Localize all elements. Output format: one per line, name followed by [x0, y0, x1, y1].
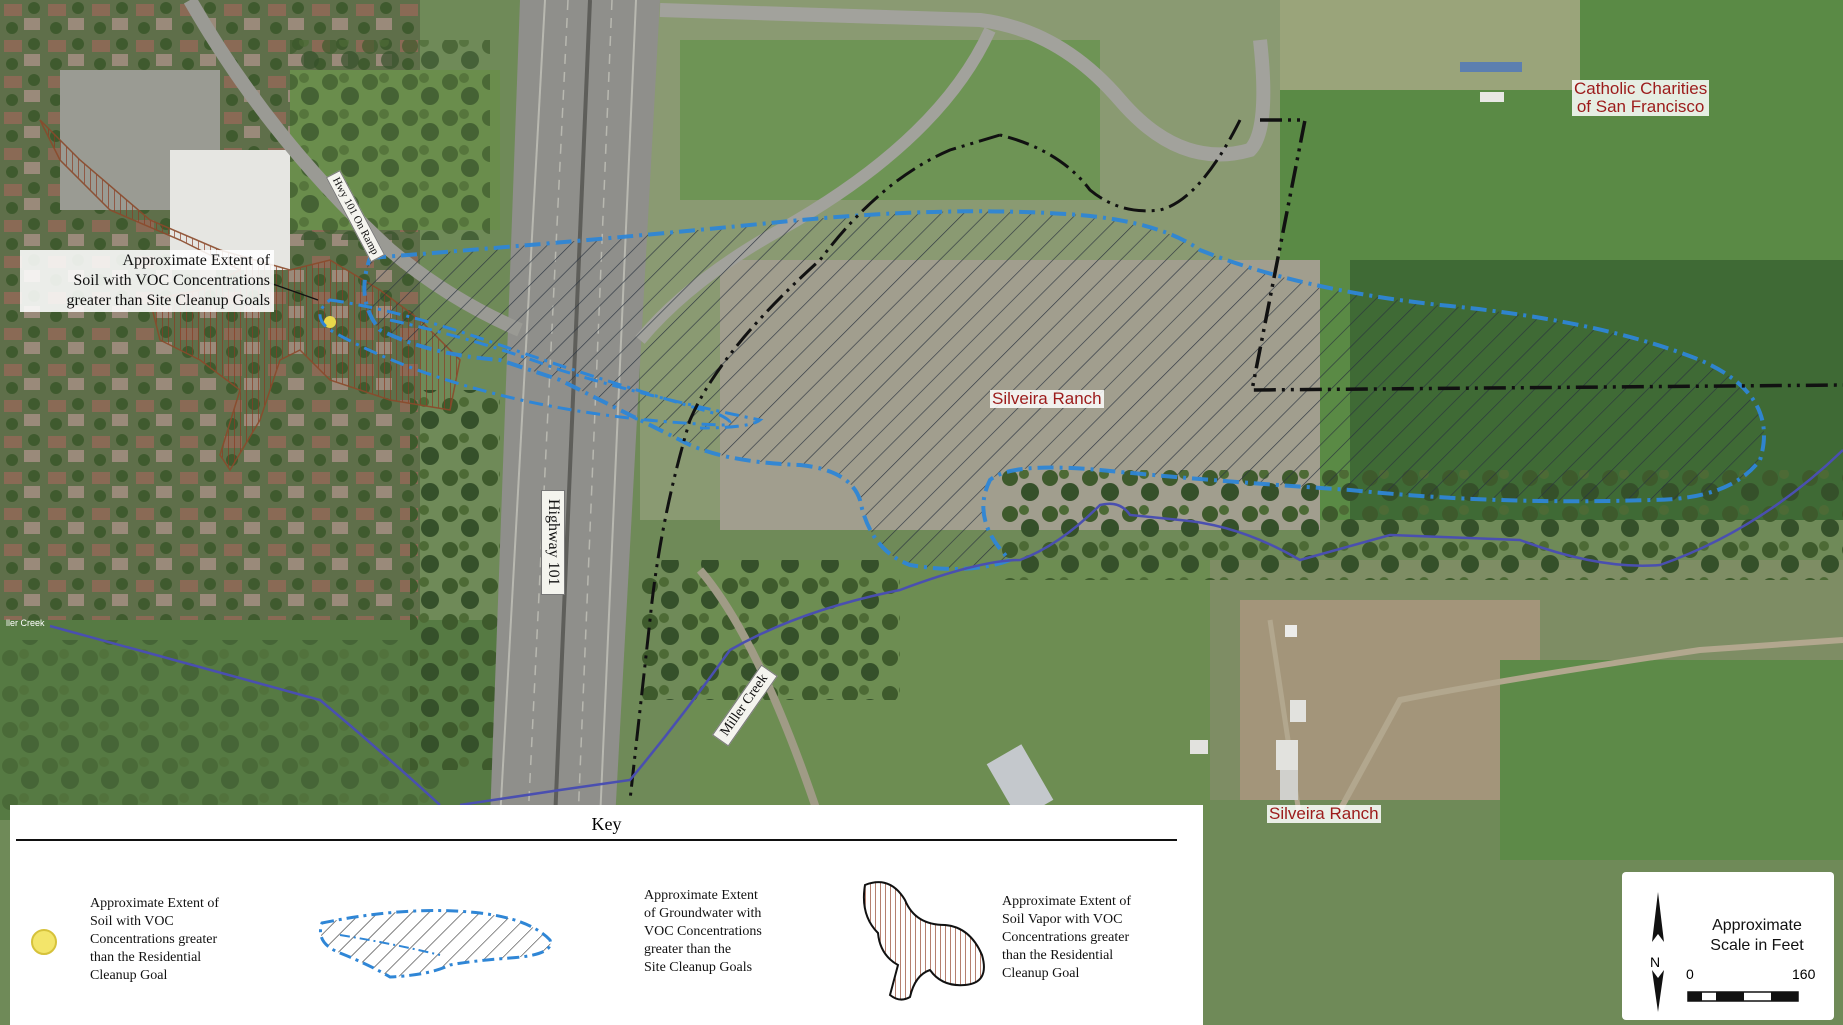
key-soil-line1: Approximate Extent of — [90, 896, 220, 911]
groundwater-plume-icon — [319, 909, 552, 979]
north-arrow-and-scale-bar — [1652, 892, 1799, 1012]
soil-callout-line2: Soil with VOC Concentrations — [73, 272, 270, 289]
catholic-charities-line2: of San Francisco — [1576, 97, 1705, 116]
key-vapor-line5: Cleanup Goal — [1002, 966, 1080, 981]
key-gw-line3: VOC Concentrations — [644, 924, 762, 939]
key-vapor-line3: Concentrations greater — [1002, 930, 1130, 945]
key-soil-line5: Cleanup Goal — [90, 968, 168, 983]
highway-101-label: Highway 101 — [541, 490, 565, 595]
map-key: Key Approximate Extent — [10, 805, 1203, 1025]
silveira-ranch-center-label: Silveira Ranch — [990, 389, 1104, 408]
creek-left-label: ller Creek — [6, 618, 45, 628]
soil-voc-callout: Approximate Extent of Soil with VOC Conc… — [20, 250, 274, 312]
north-label: N — [1650, 954, 1661, 970]
key-gw-line1: Approximate Extent — [644, 888, 758, 903]
scale-max-label: 160 — [1792, 966, 1816, 982]
catholic-charities-line1: Catholic Charities — [1574, 79, 1708, 98]
key-soil-line2: Soil with VOC — [90, 914, 174, 929]
key-soil-line3: Concentrations greater — [90, 932, 218, 947]
scale-box: Approximate Scale in Feet N 0 160 — [1622, 872, 1834, 1020]
key-gw-line2: of Groundwater with — [644, 906, 762, 921]
yellow-soil-marker-icon — [31, 929, 57, 955]
key-item-soil-vapor: Approximate Extent of Soil Vapor with VO… — [1002, 893, 1131, 983]
catholic-charities-label: Catholic Charities of San Francisco — [1572, 79, 1710, 116]
scale-title-line1: Approximate — [1712, 917, 1802, 934]
silveira-ranch-lower-label: Silveira Ranch — [1267, 804, 1381, 823]
key-title: Key — [591, 814, 622, 834]
scale-bar — [1687, 991, 1799, 1002]
key-vapor-line4: than the Residential — [1002, 948, 1114, 963]
key-gw-line4: greater than the — [644, 942, 732, 957]
key-soil-line4: than the Residential — [90, 950, 202, 965]
north-arrow-icon — [1652, 892, 1664, 1012]
key-symbols — [31, 881, 985, 1001]
soil-callout-line1: Approximate Extent of — [122, 252, 270, 269]
scale-title: Approximate Scale in Feet — [1682, 916, 1832, 956]
key-vapor-line1: Approximate Extent of — [1002, 894, 1132, 909]
key-item-soil-voc: Approximate Extent of Soil with VOC Conc… — [90, 895, 219, 985]
key-vapor-line2: Soil Vapor with VOC — [1002, 912, 1123, 927]
soil-callout-line3: greater than Site Cleanup Goals — [66, 292, 271, 309]
key-item-groundwater: Approximate Extent of Groundwater with V… — [644, 887, 762, 977]
scale-min-label: 0 — [1686, 966, 1694, 982]
key-gw-line5: Site Cleanup Goals — [644, 960, 753, 975]
scale-title-line2: Scale in Feet — [1710, 937, 1804, 954]
key-divider — [16, 839, 1177, 841]
soil-vapor-icon — [862, 881, 985, 1001]
